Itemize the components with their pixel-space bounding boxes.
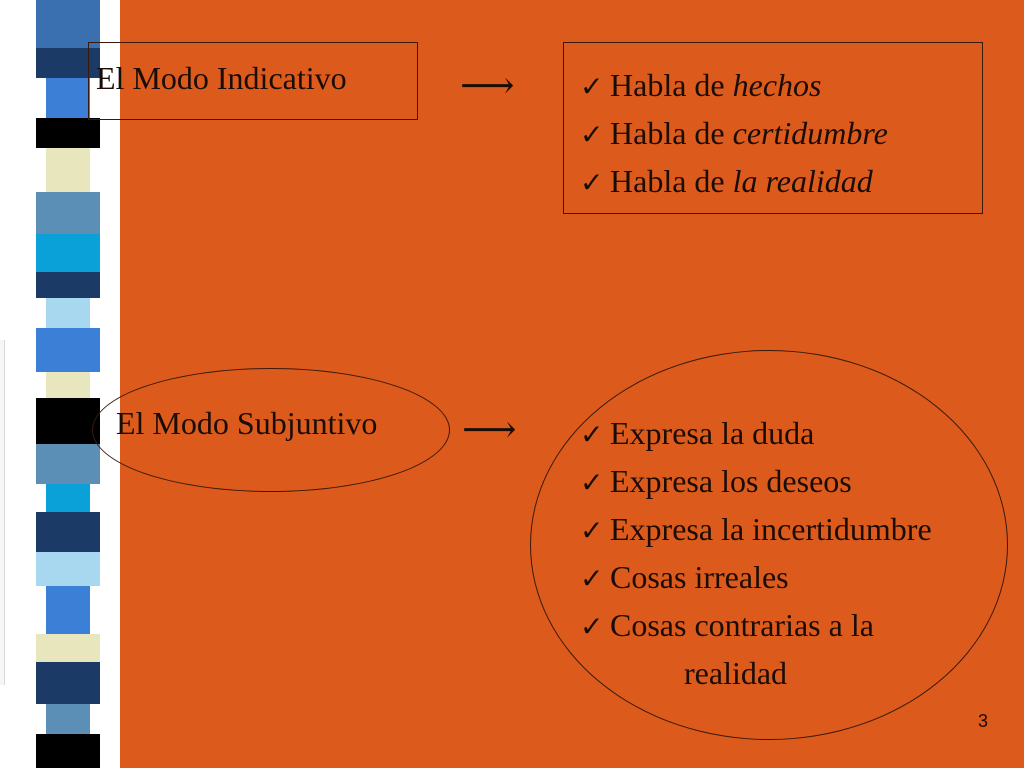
list-item-emphasis: certidumbre xyxy=(732,115,888,151)
stripe-block xyxy=(36,118,100,148)
stripe-block xyxy=(36,398,100,444)
list-item-emphasis: hechos xyxy=(732,67,822,103)
list-item: ✓Cosas contrarias a la xyxy=(580,602,932,650)
list-item: ✓Expresa la duda xyxy=(580,410,932,458)
list-item-text: Habla de xyxy=(610,163,733,199)
indicative-list-box xyxy=(563,42,983,214)
checkmark-icon: ✓ xyxy=(580,166,604,199)
stripe-block xyxy=(36,734,100,768)
stripe-block xyxy=(36,662,100,704)
stripe-block xyxy=(36,328,100,372)
stripe-block xyxy=(36,192,100,234)
page-number: 3 xyxy=(977,711,988,731)
list-item: ✓Cosas irreales xyxy=(580,554,932,602)
indicative-arrow: ⟶ xyxy=(460,63,515,107)
list-item-text: Cosas irreales xyxy=(610,559,789,595)
checkmark-icon: ✓ xyxy=(580,562,604,595)
subjunctive-arrow: ⟶ xyxy=(462,407,517,451)
indicative-title: El Modo Indicativo xyxy=(96,60,347,96)
stripe-block xyxy=(36,0,100,48)
list-item-continuation: realidad xyxy=(684,655,788,691)
stripe-block xyxy=(46,298,90,328)
stripe-block xyxy=(46,586,90,634)
list-item-text: Cosas contrarias a la xyxy=(610,607,874,643)
stripe-block xyxy=(46,704,90,734)
stripe-block xyxy=(36,272,100,298)
list-item-emphasis: la realidad xyxy=(732,163,873,199)
checkmark-icon: ✓ xyxy=(580,610,604,643)
list-item-text: Expresa la incertidumbre xyxy=(610,511,932,547)
checkmark-icon: ✓ xyxy=(580,118,604,151)
list-item: ✓Habla de la realidad xyxy=(580,158,888,206)
decorative-stripe-bar xyxy=(36,0,100,768)
stripe-block xyxy=(36,512,100,552)
list-item-text: Habla de xyxy=(610,115,733,151)
checkmark-icon: ✓ xyxy=(580,514,604,547)
stripe-block xyxy=(46,78,90,118)
checkmark-icon: ✓ xyxy=(580,466,604,499)
subjunctive-list-ellipse xyxy=(530,350,1008,740)
list-item-text: Expresa la duda xyxy=(610,415,815,451)
checkmark-icon: ✓ xyxy=(580,70,604,103)
stripe-block xyxy=(46,372,90,398)
stripe-block xyxy=(46,148,90,192)
stripe-block xyxy=(36,234,100,272)
indicative-title-box xyxy=(88,42,418,120)
stripe-block xyxy=(36,634,100,662)
list-item: ✓Expresa la incertidumbre xyxy=(580,506,932,554)
edge-strip xyxy=(0,340,5,685)
stripe-block xyxy=(36,48,100,78)
stripe-block xyxy=(36,552,100,586)
list-item: ✓Habla de hechos xyxy=(580,62,888,110)
list-item: ✓Expresa los deseos xyxy=(580,458,932,506)
stripe-block xyxy=(46,484,90,512)
list-item-text: Expresa los deseos xyxy=(610,463,852,499)
subjunctive-title: El Modo Subjuntivo xyxy=(116,405,378,441)
subjunctive-list: ✓Expresa la duda ✓Expresa los deseos ✓Ex… xyxy=(580,410,932,696)
list-item: ✓Habla de certidumbre xyxy=(580,110,888,158)
checkmark-icon: ✓ xyxy=(580,418,604,451)
subjunctive-title-ellipse xyxy=(92,368,450,492)
stripe-block xyxy=(36,444,100,484)
indicative-list: ✓Habla de hechos ✓Habla de certidumbre ✓… xyxy=(580,62,888,206)
list-item-text: Habla de xyxy=(610,67,733,103)
